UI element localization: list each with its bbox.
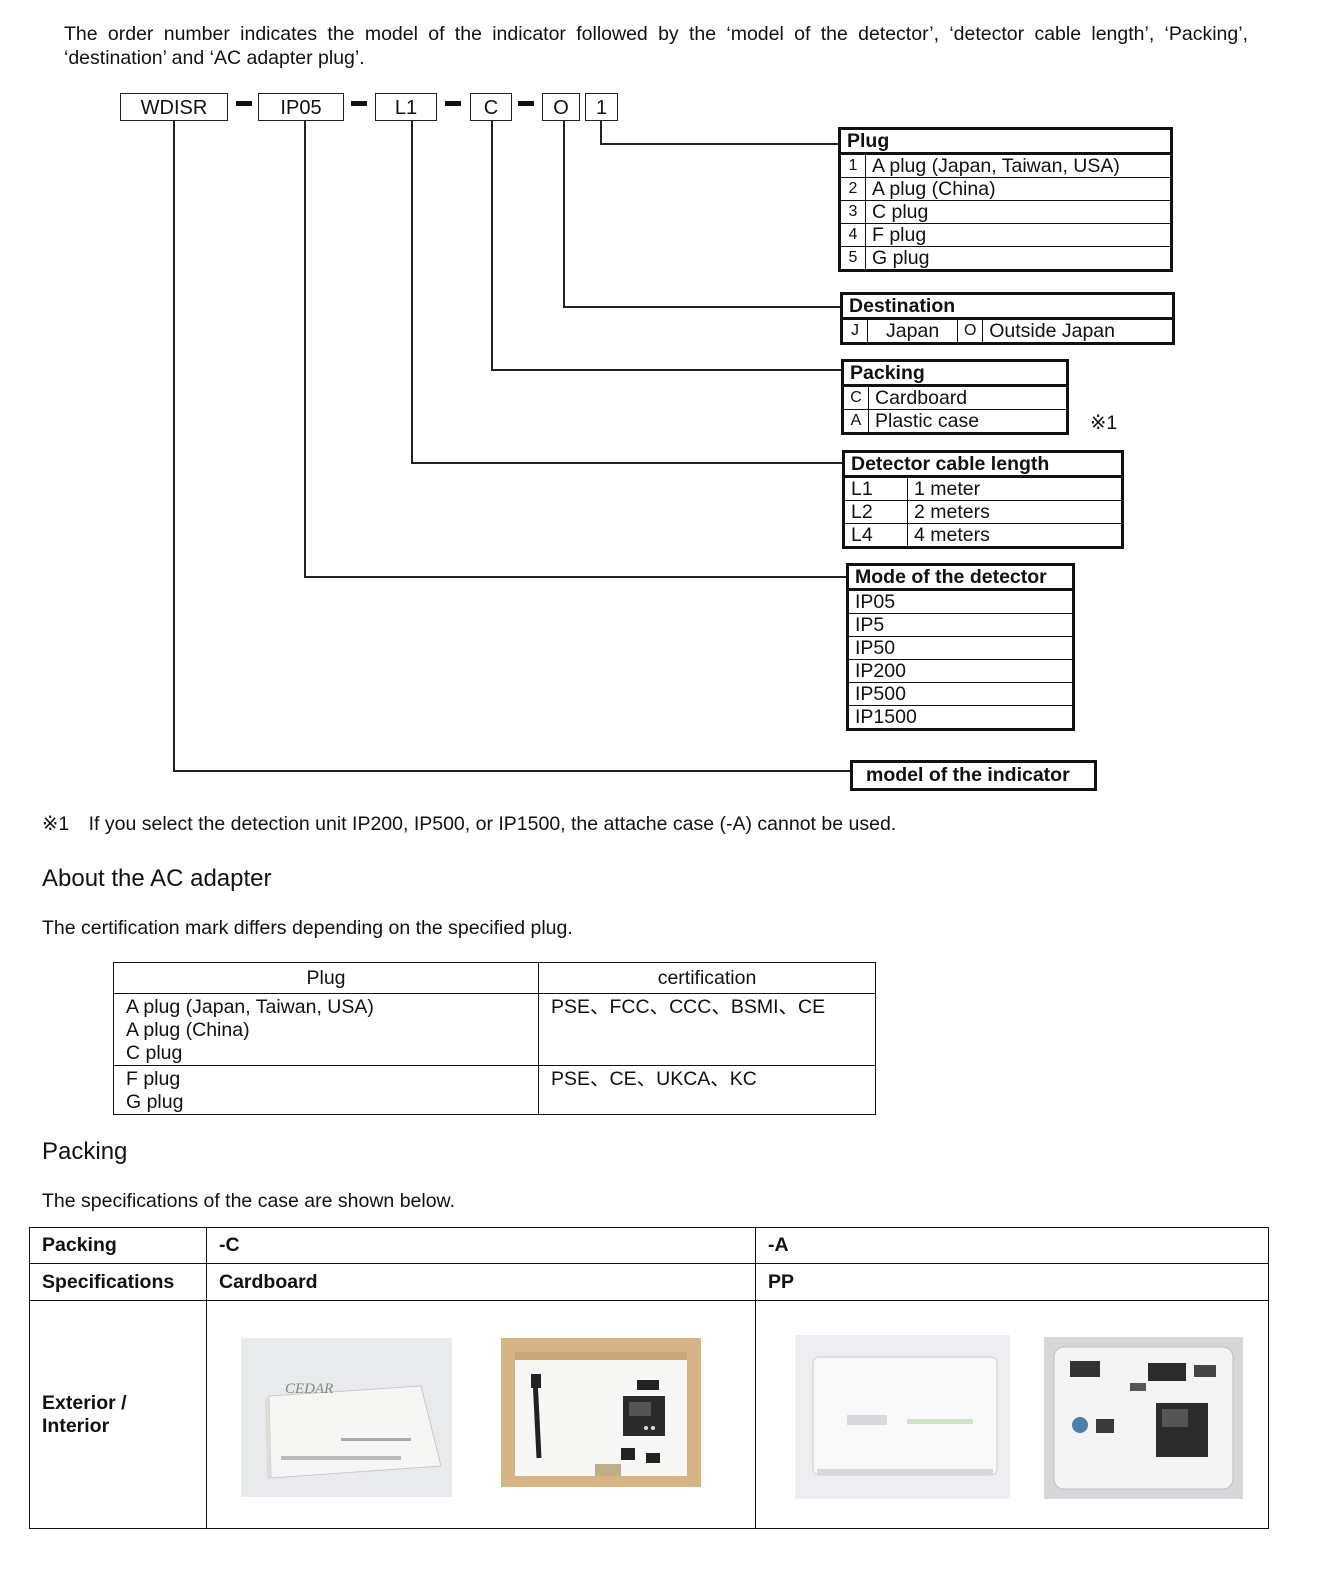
- plastic-case-interior-photo: [1044, 1337, 1243, 1499]
- note-1: ※1 If you select the detection unit IP20…: [42, 812, 896, 836]
- connector-cable-h: [411, 462, 844, 464]
- code-packing-box: C: [470, 93, 512, 121]
- connector-destination-h: [563, 306, 841, 308]
- code-indicator-box: WDISR: [120, 93, 228, 121]
- connector-plug-v: [600, 121, 602, 144]
- destination-table-title: Destination: [841, 293, 1174, 320]
- interior-label: Interior: [42, 1414, 110, 1437]
- plug-label: A plug (China): [865, 177, 1172, 201]
- plug-name: C plug: [126, 1042, 183, 1064]
- packing-code: C: [842, 385, 869, 410]
- plug-table-title: Plug: [839, 128, 1172, 155]
- indicator-label-box: model of the indicator: [850, 760, 1097, 791]
- connector-detector-h: [304, 576, 848, 578]
- plastic-case-exterior-photo: [795, 1335, 1010, 1499]
- code-plug-box: 1: [585, 93, 618, 121]
- detector-model: IP500: [847, 682, 1074, 706]
- cert-col-cert: certification: [538, 962, 876, 994]
- code-dash: [445, 101, 461, 106]
- detector-model: IP1500: [847, 705, 1074, 730]
- code-destination-box: O: [542, 93, 580, 121]
- cable-code: L1: [843, 476, 908, 501]
- cert-col-plug: Plug: [113, 962, 539, 994]
- certification-table: Plug certification A plug (Japan, Taiwan…: [113, 962, 876, 1115]
- destination-option-table: Destination J Japan O Outside Japan: [840, 292, 1175, 345]
- plug-code: 3: [839, 200, 866, 224]
- intro-paragraph: The order number indicates the model of …: [64, 23, 1248, 69]
- code-detector-box: IP05: [258, 93, 344, 121]
- detector-model: IP05: [847, 589, 1074, 614]
- cardboard-exterior-photo: CEDAR: [241, 1338, 452, 1497]
- packing-heading: Packing: [42, 1138, 128, 1165]
- cable-label: 1 meter: [907, 476, 1123, 501]
- pack-a-code: -A: [755, 1227, 1269, 1264]
- plug-name: A plug (China): [126, 1019, 250, 1041]
- plug-code: 1: [839, 153, 866, 178]
- destination-code: J: [841, 318, 868, 344]
- packing-label: Plastic case: [868, 409, 1068, 434]
- code-dash: [236, 101, 252, 106]
- cert-marks: PSE、CE、UKCA、KC: [538, 1065, 876, 1115]
- pack-c-code: -C: [206, 1227, 756, 1264]
- cable-label: 2 meters: [907, 500, 1123, 524]
- packing-note-mark: ※1: [1090, 412, 1118, 434]
- packing-text: The specifications of the case are shown…: [42, 1190, 455, 1212]
- cable-code: L2: [843, 500, 908, 524]
- plug-label: F plug: [865, 223, 1172, 247]
- cable-code: L4: [843, 523, 908, 548]
- code-dash: [518, 101, 534, 106]
- detector-option-table: Mode of the detector IP05 IP5 IP50 IP200…: [846, 563, 1075, 731]
- detector-model: IP5: [847, 613, 1074, 637]
- code-cable-box: L1: [375, 93, 437, 121]
- connector-detector-v: [304, 121, 306, 577]
- note-1-mark: ※1: [42, 813, 70, 835]
- pack-row-label-exterior: Exterior / Interior: [29, 1300, 207, 1529]
- connector-destination-v: [563, 121, 565, 307]
- plug-name: G plug: [126, 1091, 184, 1113]
- code-dash: [351, 101, 367, 106]
- connector-packing-h: [491, 369, 843, 371]
- packing-label: Cardboard: [868, 385, 1068, 410]
- plug-label: A plug (Japan, Taiwan, USA): [865, 153, 1172, 178]
- plug-label: C plug: [865, 200, 1172, 224]
- connector-plug-h: [600, 143, 840, 145]
- brand-logo: CEDAR: [285, 1381, 333, 1397]
- plug-name: A plug (Japan, Taiwan, USA): [126, 996, 374, 1018]
- destination-label: Outside Japan: [982, 318, 1174, 344]
- cable-label: 4 meters: [907, 523, 1123, 548]
- packing-table-title: Packing: [842, 360, 1068, 387]
- cert-row-plugs: A plug (Japan, Taiwan, USA) A plug (Chin…: [113, 993, 539, 1066]
- packing-code: A: [842, 409, 869, 434]
- destination-code: O: [957, 318, 984, 344]
- plug-code: 5: [839, 246, 866, 271]
- plug-code: 2: [839, 177, 866, 201]
- detector-model: IP50: [847, 636, 1074, 660]
- pack-a-spec: PP: [755, 1263, 1269, 1301]
- cert-marks: PSE、FCC、CCC、BSMI、CE: [538, 993, 876, 1066]
- detector-model: IP200: [847, 659, 1074, 683]
- destination-label: Japan: [866, 318, 959, 344]
- connector-indicator-v: [173, 121, 175, 771]
- note-1-text: If you select the detection unit IP200, …: [88, 813, 897, 835]
- plug-name: F plug: [126, 1068, 181, 1090]
- ac-adapter-heading: About the AC adapter: [42, 865, 272, 892]
- connector-packing-v: [491, 121, 493, 370]
- cardboard-interior-photo: [501, 1338, 701, 1487]
- connector-cable-v: [411, 121, 413, 463]
- cert-row-plugs: F plug G plug: [113, 1065, 539, 1115]
- connector-indicator-h: [173, 770, 852, 772]
- plug-code: 4: [839, 223, 866, 247]
- pack-row-label: Packing: [29, 1227, 207, 1264]
- detector-table-title: Mode of the detector: [847, 564, 1074, 591]
- plug-label: G plug: [865, 246, 1172, 271]
- cable-table-title: Detector cable length: [843, 451, 1123, 478]
- exterior-label: Exterior /: [42, 1391, 127, 1414]
- pack-row-label: Specifications: [29, 1263, 207, 1301]
- pack-c-spec: Cardboard: [206, 1263, 756, 1301]
- ac-adapter-text: The certification mark differs depending…: [42, 917, 573, 939]
